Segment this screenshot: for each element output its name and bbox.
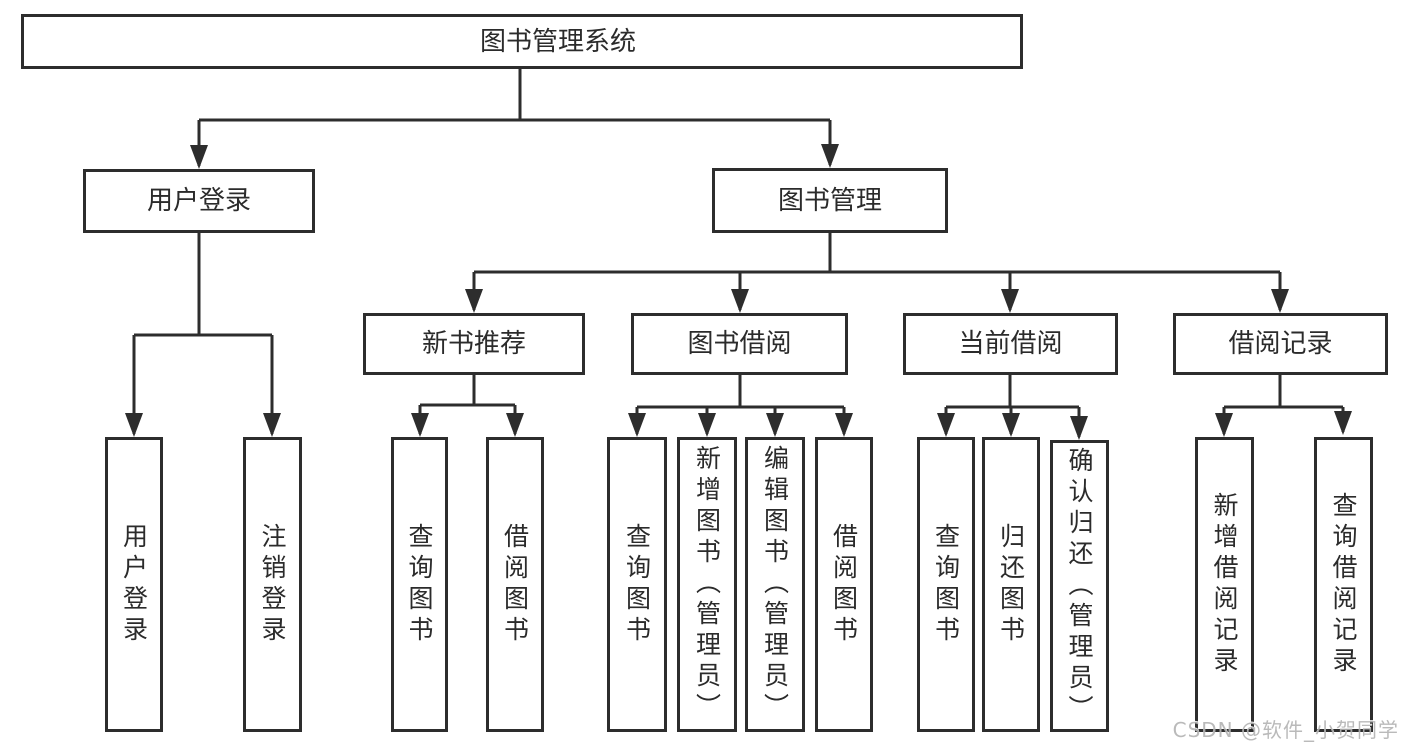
node-book-management-branch: 图书管理 — [712, 168, 948, 233]
node-leaf-edit-books-admin: 编辑图书（管理员） — [745, 437, 805, 732]
node-label: 注销登录 — [258, 522, 287, 647]
node-leaf-logout: 注销登录 — [243, 437, 302, 732]
node-label: 借阅图书 — [500, 522, 530, 647]
node-label: 用户登录 — [119, 522, 149, 647]
node-label: 图书管理 — [777, 185, 882, 216]
node-label: 新书推荐 — [421, 329, 526, 359]
node-label: 借阅记录 — [1228, 329, 1333, 359]
watermark: CSDN @软件_小贺同学 — [1172, 718, 1399, 742]
node-label: 图书借阅 — [687, 329, 792, 359]
node-leaf-query-books: 查询图书 — [607, 437, 667, 732]
node-leaf-return-books: 归还图书 — [982, 437, 1040, 732]
node-label: 当前借阅 — [958, 329, 1063, 359]
node-root-label: 图书管理系统 — [479, 26, 636, 57]
node-leaf-add-borrow-record: 新增借阅记录 — [1195, 437, 1254, 732]
node-label: 借阅图书 — [829, 522, 859, 647]
node-label: 归还图书 — [996, 522, 1026, 647]
node-borrowing-records: 借阅记录 — [1173, 313, 1388, 375]
arrowhead-icons — [125, 144, 1352, 440]
node-label: 用户登录 — [146, 186, 251, 216]
node-book-borrowing: 图书借阅 — [631, 313, 848, 375]
node-leaf-user-login: 用户登录 — [105, 437, 163, 732]
node-label: 新增图书（管理员） — [692, 445, 722, 724]
node-label: 新增借阅记录 — [1210, 491, 1239, 678]
node-leaf-borrow-books: 借阅图书 — [815, 437, 873, 732]
node-leaf-borrow-books: 借阅图书 — [486, 437, 544, 732]
node-leaf-query-borrow-record: 查询借阅记录 — [1314, 437, 1373, 732]
node-label: 查询图书 — [931, 522, 961, 647]
node-label: 查询借阅记录 — [1329, 491, 1358, 678]
node-leaf-confirm-return-admin: 确认归还（管理员） — [1050, 440, 1109, 732]
node-new-book-recommend: 新书推荐 — [363, 313, 585, 375]
node-current-borrowing: 当前借阅 — [903, 313, 1118, 375]
node-user-login-branch: 用户登录 — [83, 169, 315, 233]
node-leaf-query-books: 查询图书 — [917, 437, 975, 732]
node-label: 查询图书 — [405, 522, 434, 647]
node-label: 确认归还（管理员） — [1065, 446, 1094, 726]
node-leaf-add-books-admin: 新增图书（管理员） — [677, 437, 737, 732]
node-leaf-query-books: 查询图书 — [391, 437, 448, 732]
node-label: 查询图书 — [622, 522, 652, 647]
node-root-system: 图书管理系统 — [21, 14, 1023, 69]
node-label: 编辑图书（管理员） — [760, 445, 790, 724]
